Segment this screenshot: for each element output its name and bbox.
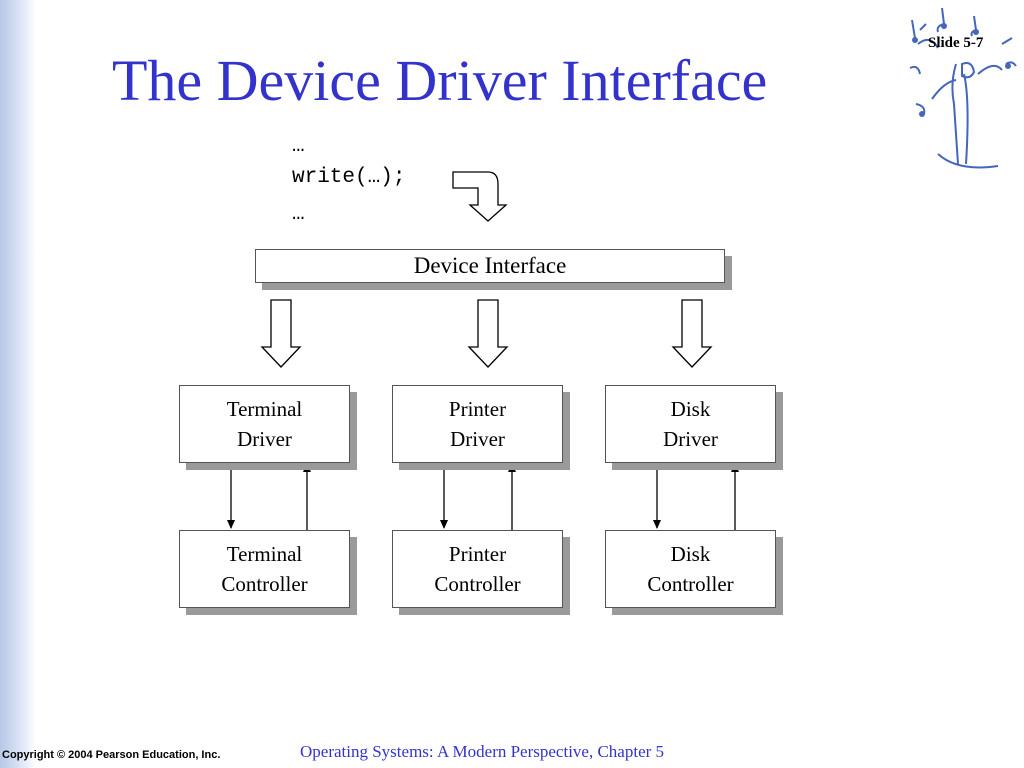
driver-label-line2: Driver (663, 427, 718, 451)
driver-label-line2: Driver (450, 427, 505, 451)
code-write-call: write(…); (292, 166, 406, 189)
driver-label-line1: Disk (670, 397, 711, 421)
controller-label-line1: Printer (448, 542, 507, 566)
controller-label-line2: Controller (221, 572, 308, 596)
driver-label-line2: Driver (237, 427, 292, 451)
code-ellipsis-bottom: … (292, 203, 305, 226)
slide-title: The Device Driver Interface (112, 48, 768, 113)
controller-label-line2: Controller (647, 572, 734, 596)
hollow-down-arrow-icon (467, 299, 509, 368)
left-sidebar-gradient (0, 0, 36, 768)
driver-label-line1: Printer (448, 397, 507, 421)
copyright-notice: Copyright © 2004 Pearson Education, Inc. (2, 749, 221, 761)
driver-label-line1: Terminal (226, 397, 303, 421)
musician-logo-icon (909, 7, 1017, 169)
device-interface-box: Device Interface (255, 249, 725, 283)
hollow-down-arrow-icon (671, 299, 713, 368)
controller-label-line1: Terminal (226, 542, 303, 566)
slide-number: Slide 5-7 (928, 35, 984, 51)
footer-book-title: Operating Systems: A Modern Perspective,… (300, 742, 665, 761)
hollow-down-arrow-icon (260, 299, 302, 368)
bent-hollow-arrow-icon (452, 171, 508, 222)
controller-label-line2: Controller (434, 572, 521, 596)
controller-label-line1: Disk (670, 542, 711, 566)
code-ellipsis-top: … (292, 135, 305, 158)
